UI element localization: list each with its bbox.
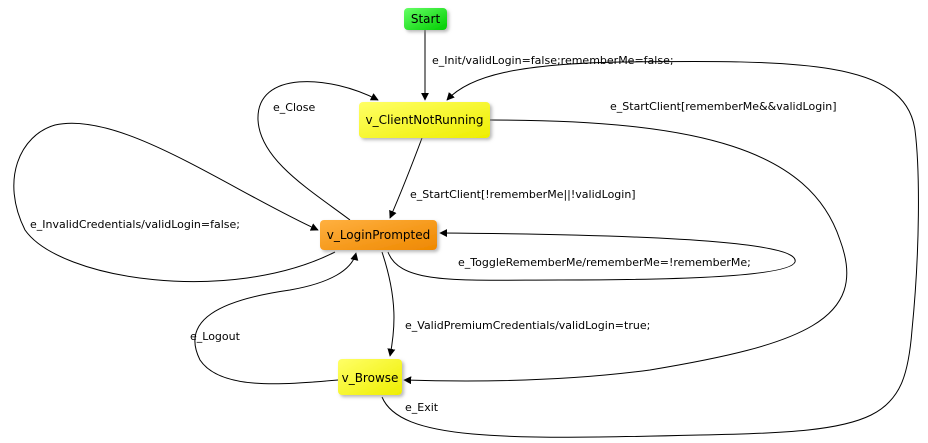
edge-labels: e_Init/validLogin=false;rememberMe=false… [30,54,837,414]
label-close: e_Close [273,101,315,114]
edge-toggle-remember [387,229,796,281]
edge-close [257,81,379,221]
edge-logout [194,252,359,385]
node-start: Start [404,8,447,30]
edges [13,30,919,438]
node-client-not-running: v_ClientNotRunning [359,102,490,138]
edge-valid-premium [381,251,396,357]
label-init: e_Init/validLogin=false;rememberMe=false… [432,54,674,67]
node-client-not-running-label: v_ClientNotRunning [365,113,483,127]
edge-exit [381,60,919,438]
node-browse: v_Browse [338,359,402,395]
node-start-label: Start [411,12,441,26]
edge-start-client-valid [403,119,848,385]
label-start-client-invalid: e_StartClient[!rememberMe||!validLogin] [410,188,636,201]
edge-invalid-credentials [13,122,336,282]
node-login-prompted: v_LoginPrompted [320,220,437,250]
label-invalid-credentials: e_InvalidCredentials/validLogin=false; [30,218,240,231]
label-logout: e_Logout [190,330,241,343]
label-toggle-remember: e_ToggleRememberMe/rememberMe=!rememberM… [458,256,751,269]
node-browse-label: v_Browse [342,371,399,385]
edge-start-client-invalid [389,137,423,219]
node-login-prompted-label: v_LoginPrompted [327,228,431,242]
label-valid-premium: e_ValidPremiumCredentials/validLogin=tru… [405,319,650,332]
label-exit: e_Exit [405,401,439,414]
label-start-client-valid: e_StartClient[rememberMe&&validLogin] [610,100,837,113]
